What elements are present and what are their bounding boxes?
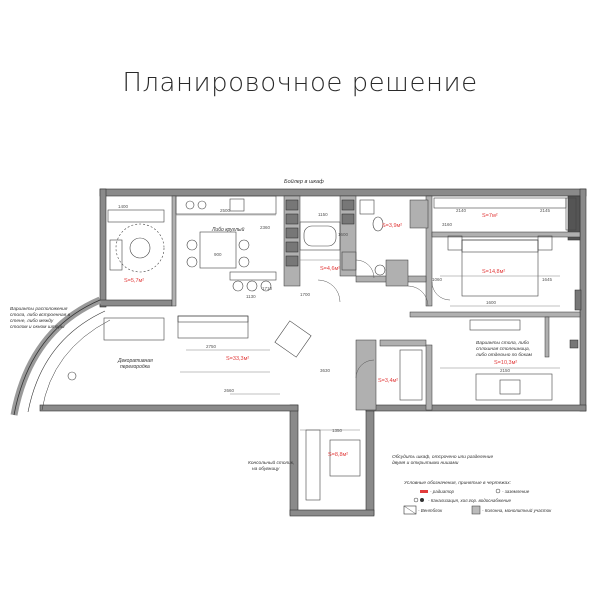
dim-label: 2140: [456, 208, 467, 213]
ventblock-icon: [403, 505, 417, 515]
door-swings: [317, 259, 451, 379]
outer-walls: [39, 188, 587, 517]
boiler-label: Бойлер в шкаф: [284, 178, 324, 185]
column-icon: [471, 505, 481, 515]
area-bath: S=4,6м²: [320, 266, 340, 272]
legend-title: Условные обозначения, принятые в чертежа…: [404, 480, 512, 486]
dim-label: 2360: [260, 225, 271, 230]
legend-ventblock: - Вентблок: [418, 508, 443, 513]
dim-label: 1700: [300, 292, 311, 297]
dim-label: 2750: [206, 344, 217, 349]
dim-label: 1060: [432, 277, 443, 282]
area-study: S=10,3м²: [494, 360, 517, 366]
dim-label: 2500: [220, 208, 231, 213]
dim-label: 1600: [338, 232, 349, 237]
dim-label: 1130: [246, 294, 256, 299]
curved-wall: [10, 296, 111, 416]
dim-label: 3160: [442, 222, 453, 227]
dim-label: 900: [214, 252, 222, 257]
dim-label: 3630: [320, 368, 331, 373]
dim-label: 1645: [542, 277, 553, 282]
area-wc: S=3,9м²: [382, 223, 402, 229]
dimension-lines: [176, 214, 560, 431]
sewer-icon: [413, 497, 419, 503]
area-hall: S=8,8м²: [328, 452, 348, 458]
page-title: Планировочное решение: [122, 68, 478, 98]
area-storage: S=3,4м²: [378, 378, 398, 384]
dim-label: 2660: [224, 388, 235, 393]
column-blocks: [285, 199, 582, 349]
area-living: S=33,3м²: [226, 356, 249, 362]
legend-column: - Колонна, монолитный участок: [482, 507, 552, 513]
dim-label: 1600: [486, 300, 497, 305]
bench-label: Либо круглый: [211, 226, 245, 233]
legend-sewer: - Канализация, хол.гор. водоснабжение: [428, 498, 511, 503]
water-icon: [420, 498, 424, 502]
area-loggia: S=5,7м²: [124, 278, 144, 284]
dim-label: 1350: [332, 428, 343, 433]
legend-radiator: - радиатор: [430, 489, 454, 494]
wardrobe-label: Обсудить шкаф, отсрочено или разделение …: [392, 454, 494, 466]
variants-desk-label: Варианты стола, либо сплошная столешница…: [475, 340, 533, 358]
switch-icon: [495, 488, 501, 494]
legend: Условные обозначения, принятые в чертежа…: [403, 480, 552, 515]
decor-label: Декоративная перегородка: [117, 358, 154, 370]
dim-label: 1150: [318, 212, 328, 217]
dim-label: 1400: [118, 204, 129, 209]
variants-window-label: Варианты расположения стола, либо встрое…: [10, 306, 71, 330]
dim-label: 1710: [262, 286, 273, 291]
dim-label: 2145: [540, 208, 551, 213]
console-label: Консольный столик, на обувницу: [248, 459, 296, 472]
area-closet: S=7м²: [482, 213, 498, 219]
legend-switch: - заземление: [502, 489, 530, 494]
dim-label: 2150: [500, 368, 511, 373]
area-bedroom: S=14,8м²: [482, 269, 505, 275]
radiator-icon: [420, 490, 428, 493]
